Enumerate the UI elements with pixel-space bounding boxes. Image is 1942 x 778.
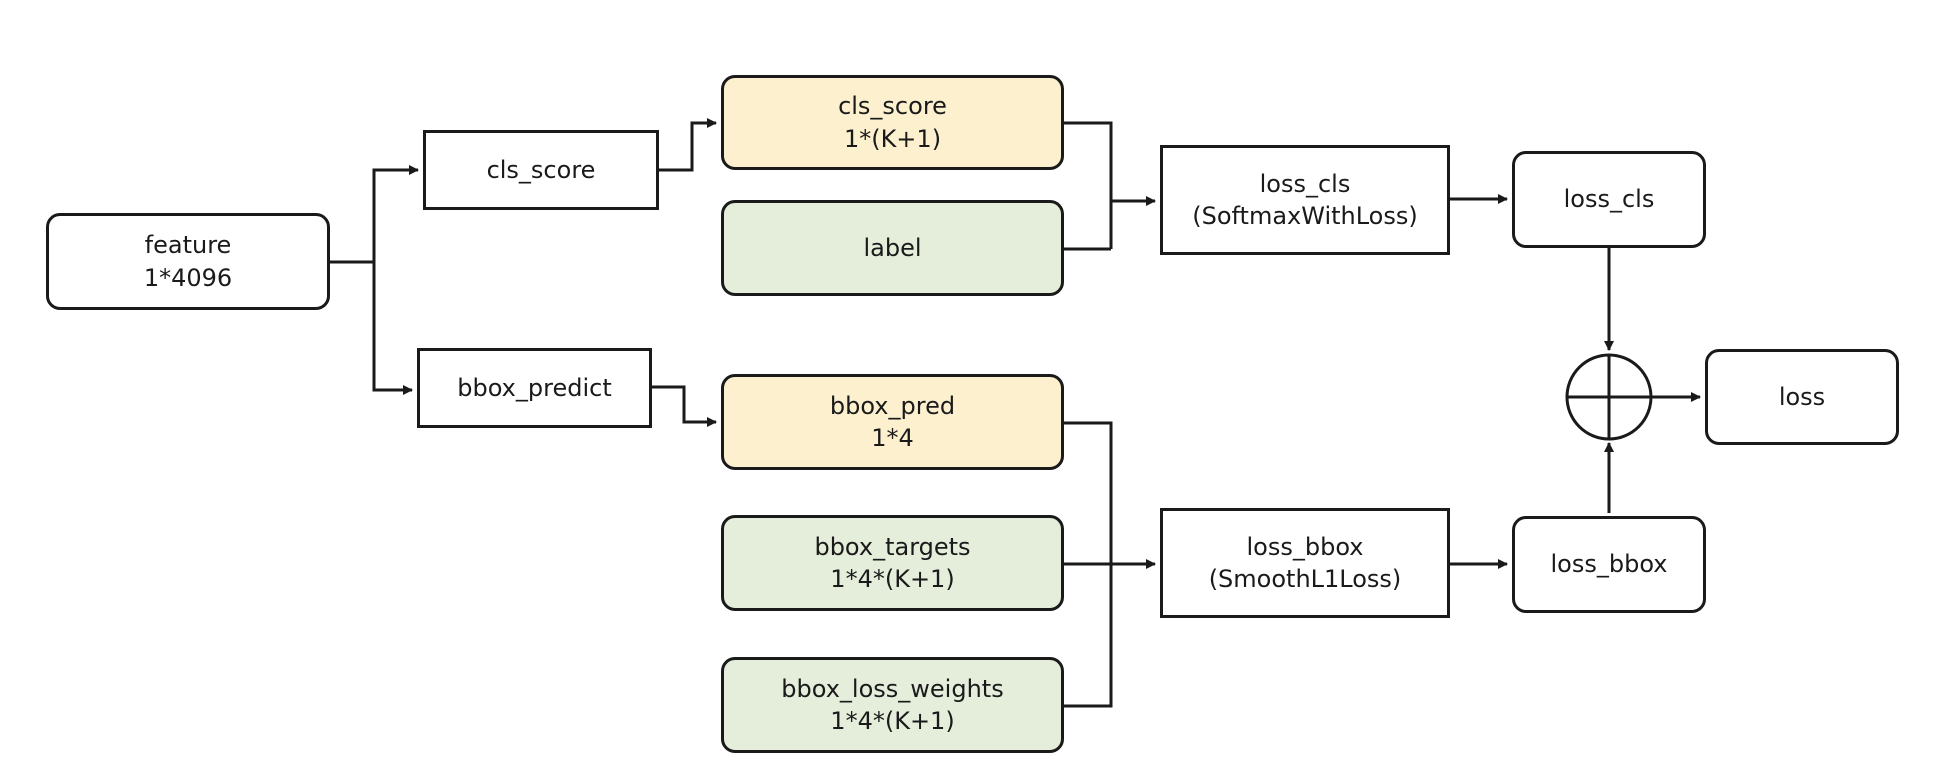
feature-node: feature 1*4096	[46, 213, 330, 310]
label-label: label	[863, 233, 922, 262]
bbox-predict-layer-node: bbox_predict	[417, 348, 652, 428]
cls-score-output-size: 1*(K+1)	[843, 124, 942, 153]
loss-bbox-layer-label: loss_bbox	[1246, 532, 1364, 561]
label-node: label	[721, 200, 1064, 296]
loss-bbox-layer-type: (SmoothL1Loss)	[1208, 565, 1402, 593]
loss-cls-output-node: loss_cls	[1512, 151, 1706, 248]
loss-output-node: loss	[1705, 349, 1899, 445]
loss-cls-layer-type: (SoftmaxWithLoss)	[1192, 202, 1418, 230]
plus-circle-icon	[1565, 353, 1653, 441]
loss-cls-layer-node: loss_cls (SoftmaxWithLoss)	[1160, 145, 1450, 255]
bbox-pred-output-label: bbox_pred	[829, 391, 956, 420]
cls-score-output-node: cls_score 1*(K+1)	[721, 75, 1064, 170]
loss-cls-output-label: loss_cls	[1563, 185, 1655, 214]
loss-bbox-output-node: loss_bbox	[1512, 516, 1706, 613]
bbox-pred-output-node: bbox_pred 1*4	[721, 374, 1064, 470]
bbox-pred-output-size: 1*4	[871, 424, 914, 452]
loss-output-label: loss	[1778, 382, 1826, 411]
loss-cls-layer-label: loss_cls	[1259, 169, 1351, 198]
bbox-predict-layer-label: bbox_predict	[457, 373, 612, 402]
loss-bbox-layer-node: loss_bbox (SmoothL1Loss)	[1160, 508, 1450, 618]
feature-size: 1*4096	[143, 263, 233, 292]
cls-score-layer-label: cls_score	[486, 155, 596, 184]
wire-cls-layer-to-score	[659, 118, 717, 172]
wire-feature-to-cls	[372, 165, 419, 262]
bbox-targets-label: bbox_targets	[814, 532, 971, 561]
cls-score-layer-node: cls_score	[423, 130, 659, 210]
cls-score-output-label: cls_score	[838, 92, 947, 121]
wire-feature-to-bbox	[372, 262, 413, 395]
bbox-loss-weights-size: 1*4*(K+1)	[830, 707, 955, 735]
wire-score-to-loss-cls	[1064, 121, 1113, 249]
bbox-targets-size: 1*4*(K+1)	[830, 565, 955, 593]
wire-bbox-layer-to-pred	[652, 385, 717, 427]
loss-bbox-output-label: loss_bbox	[1550, 550, 1668, 579]
bbox-targets-node: bbox_targets 1*4*(K+1)	[721, 515, 1064, 611]
feature-label: feature	[144, 231, 232, 260]
bbox-loss-weights-label: bbox_loss_weights	[781, 674, 1004, 703]
bbox-loss-weights-node: bbox_loss_weights 1*4*(K+1)	[721, 657, 1064, 753]
